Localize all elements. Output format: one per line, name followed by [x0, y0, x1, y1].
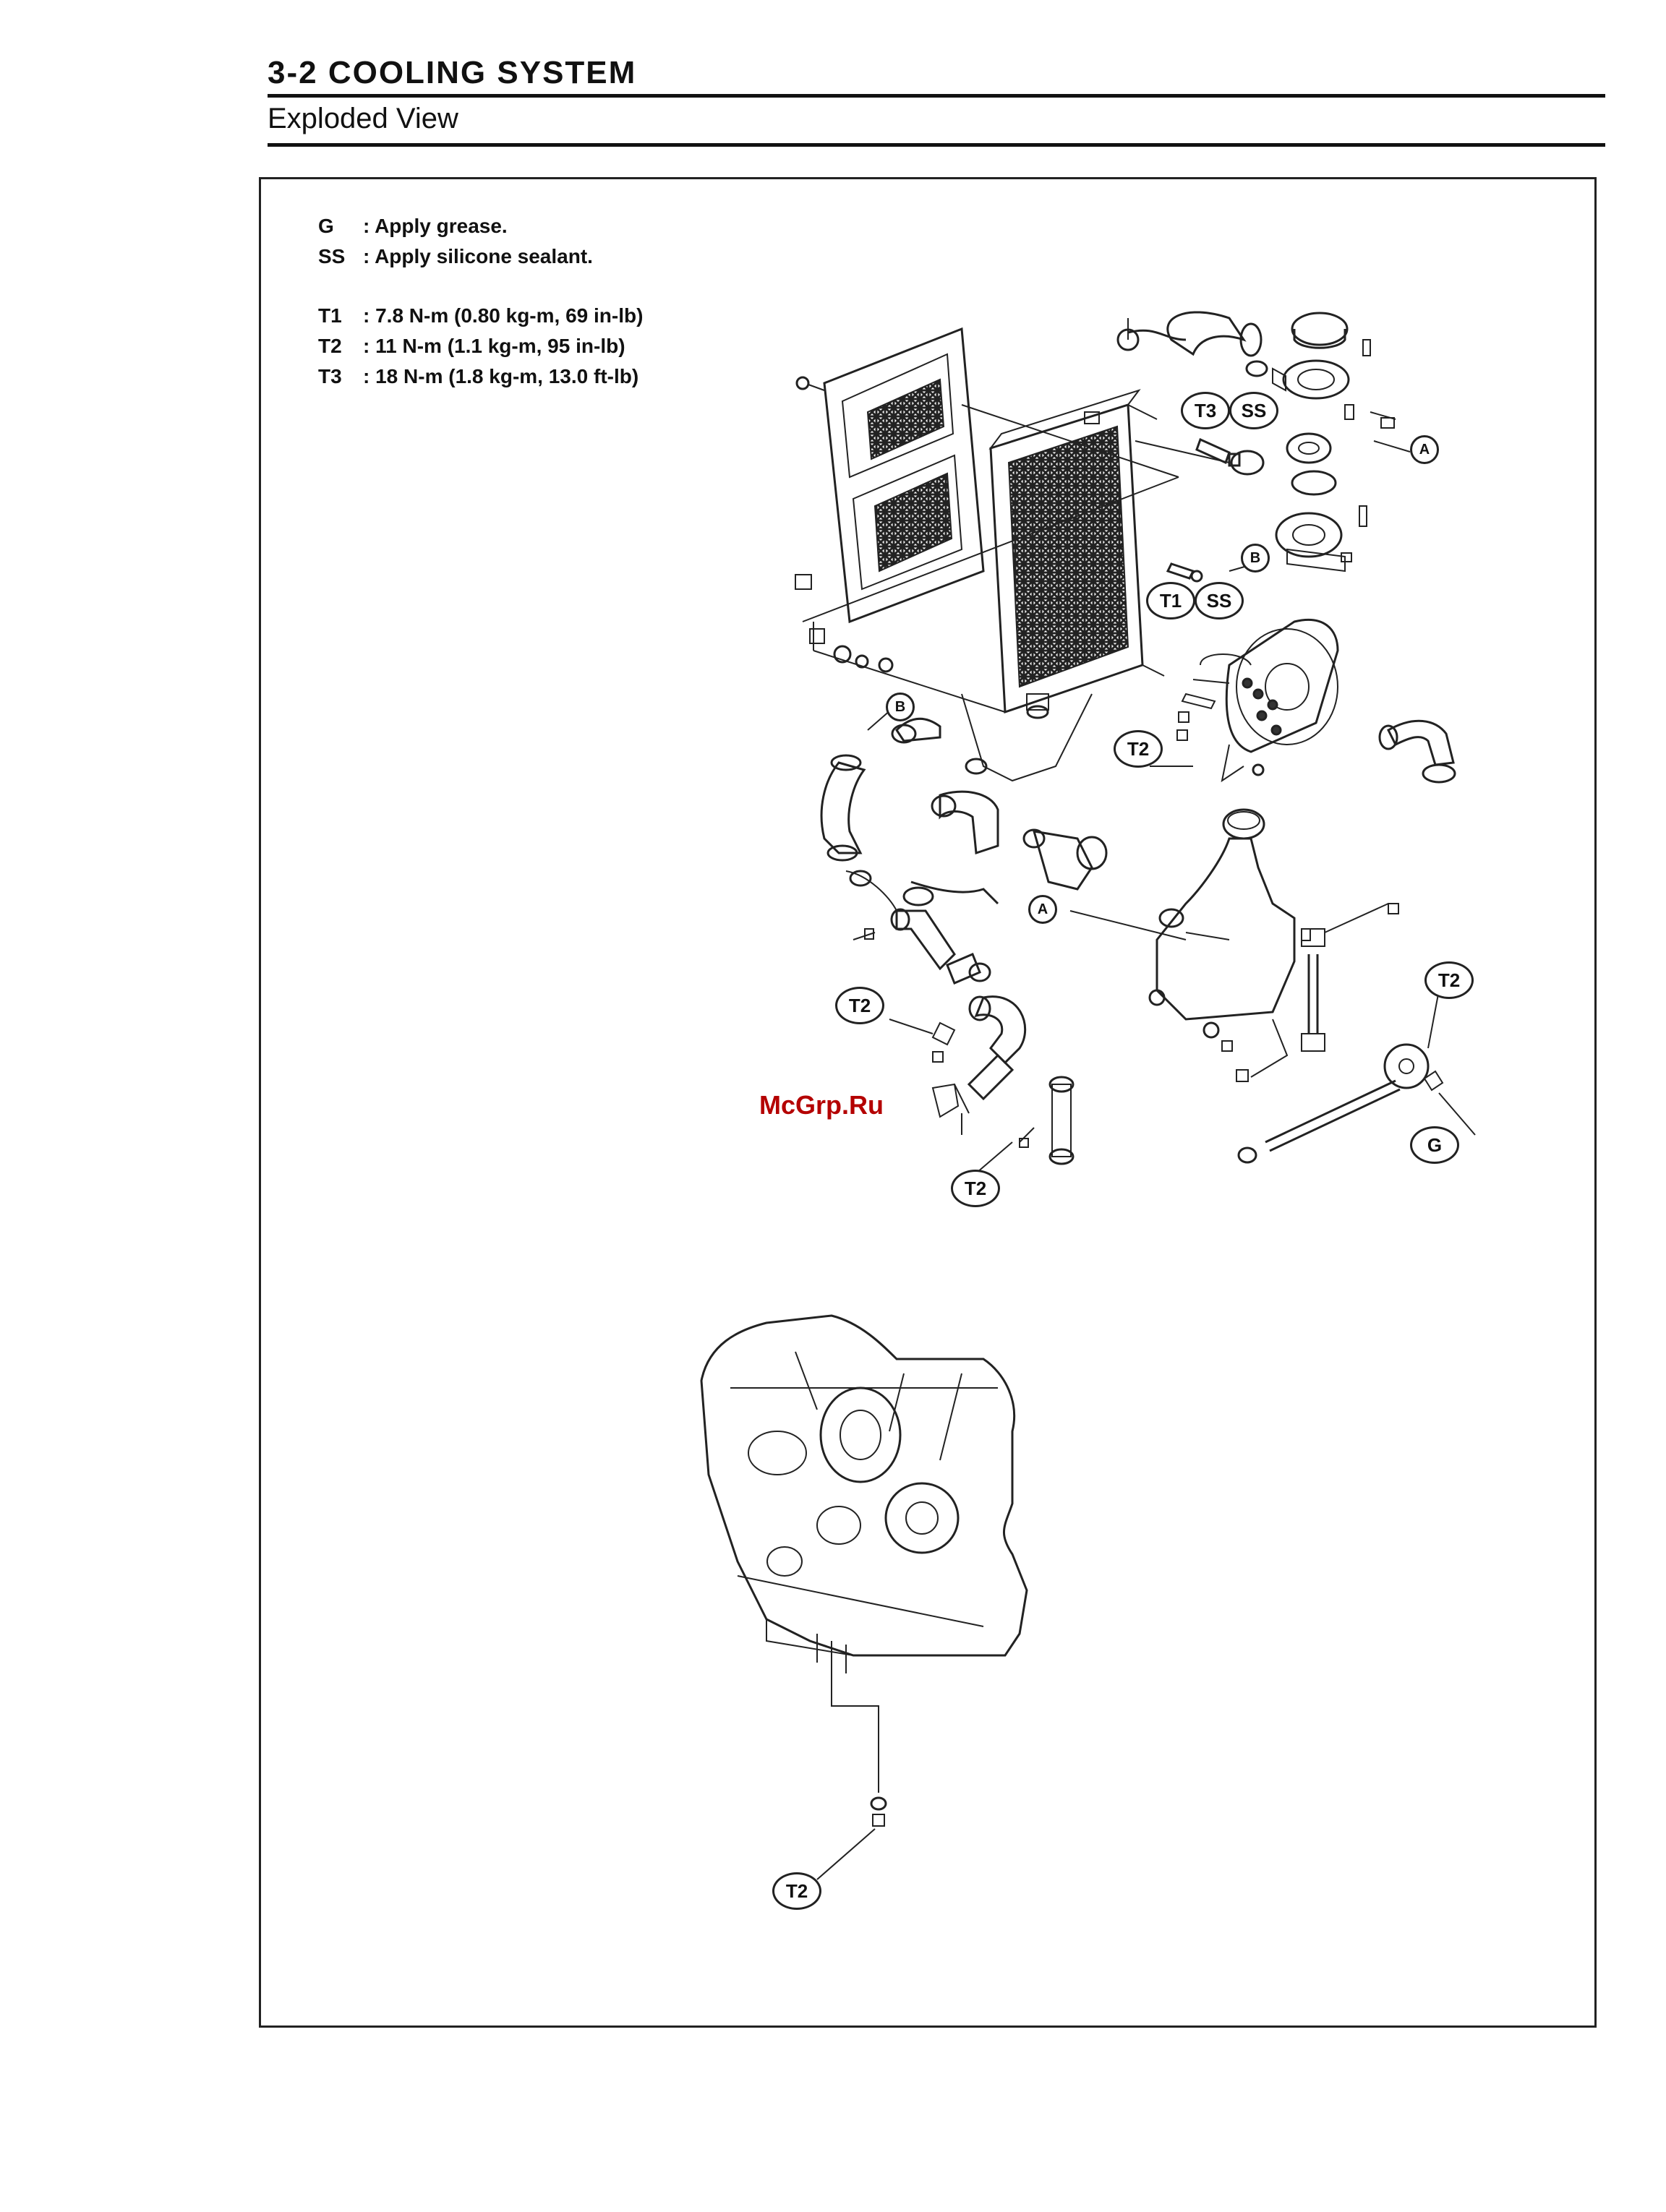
water-pipes — [904, 694, 1106, 905]
callout-t2-upper: T2 — [1114, 730, 1163, 768]
reservoir-bracket — [1236, 904, 1398, 1081]
drain-bolt — [817, 1663, 886, 1879]
callout-ss-mid: SS — [1195, 582, 1244, 620]
temp-sensor — [1168, 440, 1239, 581]
radiator-mount-fasteners — [795, 575, 892, 672]
callout-t2-lower: T2 — [951, 1170, 1000, 1207]
crankcase — [701, 1316, 1027, 1673]
pump-fittings — [933, 997, 1073, 1164]
callout-b-left: B — [886, 693, 915, 721]
water-pump-pipe — [853, 909, 990, 983]
lower-left-hose — [821, 719, 940, 911]
thermostat-housing — [1231, 313, 1396, 571]
callout-t2-drain: T2 — [772, 1872, 821, 1910]
radiator-fan — [1177, 620, 1338, 781]
callout-a-mid: A — [1028, 895, 1057, 924]
side-hose — [1380, 721, 1455, 782]
radiator-cover — [797, 329, 983, 622]
callout-ss-top: SS — [1229, 392, 1278, 429]
radiator — [991, 390, 1164, 718]
callout-t3: T3 — [1181, 392, 1230, 429]
callout-t2-right: T2 — [1424, 961, 1474, 999]
callout-b-top: B — [1241, 544, 1270, 573]
callout-t2-left: T2 — [835, 987, 884, 1024]
callout-t1: T1 — [1146, 582, 1195, 620]
upper-hose — [1118, 312, 1267, 376]
watermark: McGrp.Ru — [759, 1090, 884, 1120]
callout-g: G — [1410, 1126, 1459, 1164]
coolant-reservoir — [1150, 810, 1310, 1051]
callout-a-top: A — [1410, 435, 1439, 464]
